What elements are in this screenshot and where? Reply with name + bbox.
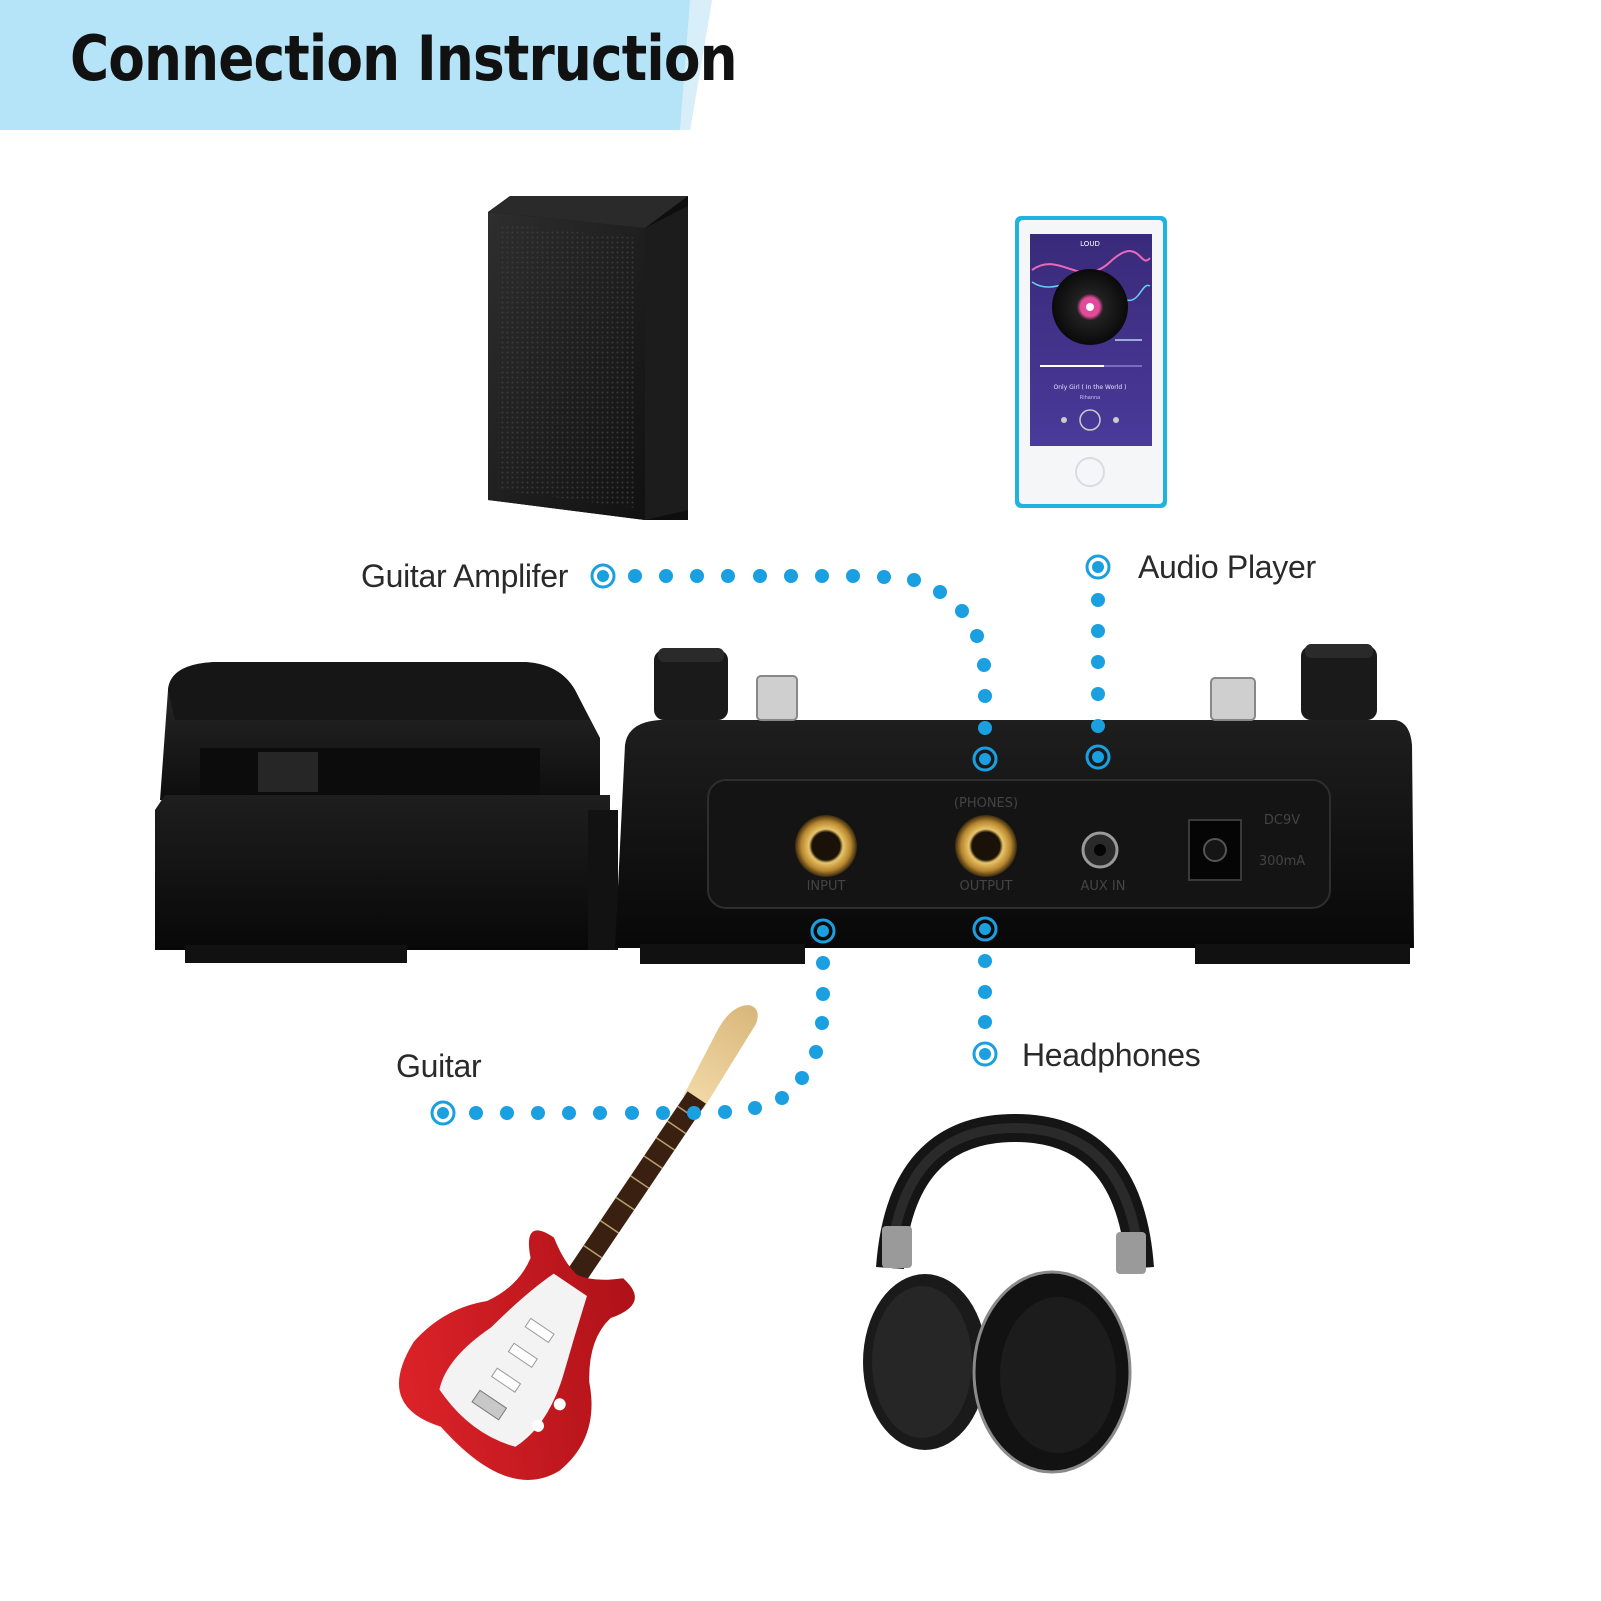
aux-in-label: AUX IN [1080,879,1125,894]
aux-top-marker [1085,744,1111,770]
headphones-endpoint-marker [972,1041,998,1067]
dc-current-label: 300mA [1259,854,1305,869]
dc-voltage-label: DC9V [1264,813,1300,828]
output-top-marker [972,746,998,772]
input-bottom-marker [810,918,836,944]
amp-endpoint-marker [590,563,616,589]
input-jack-icon [795,815,857,877]
audio-player-label: Audio Player [1138,549,1316,585]
speaker-image [488,196,688,520]
page-title: Connection Instruction [70,22,738,95]
guitar-amplifier-label: Guitar Amplifer [361,558,569,594]
headphones-image [863,1113,1154,1474]
guitar-label: Guitar [396,1048,482,1084]
headphones-label: Headphones [1022,1037,1201,1073]
title-banner [0,0,712,130]
phones-label: (PHONES) [954,796,1018,811]
player-song-title: Only Girl ( In the World ) [1054,384,1127,391]
output-label: OUTPUT [960,879,1013,894]
connection-paths [469,569,1105,1120]
audio-player-image: LOUD Only Girl ( In the World ) Rihanna [1015,216,1167,508]
electric-guitar-image [399,1005,758,1480]
player-artist: Rihanna [1080,395,1101,401]
input-label: INPUT [807,879,846,894]
effects-pedal-image: (PHONES) INPUT OUTPUT AUX IN DC9V 300mA [155,644,1414,964]
guitar-endpoint-marker [430,1100,456,1126]
player-screen-title: LOUD [1080,240,1100,248]
output-jack-icon [955,815,1017,877]
output-bottom-marker [972,916,998,942]
player-endpoint-marker [1085,554,1111,580]
